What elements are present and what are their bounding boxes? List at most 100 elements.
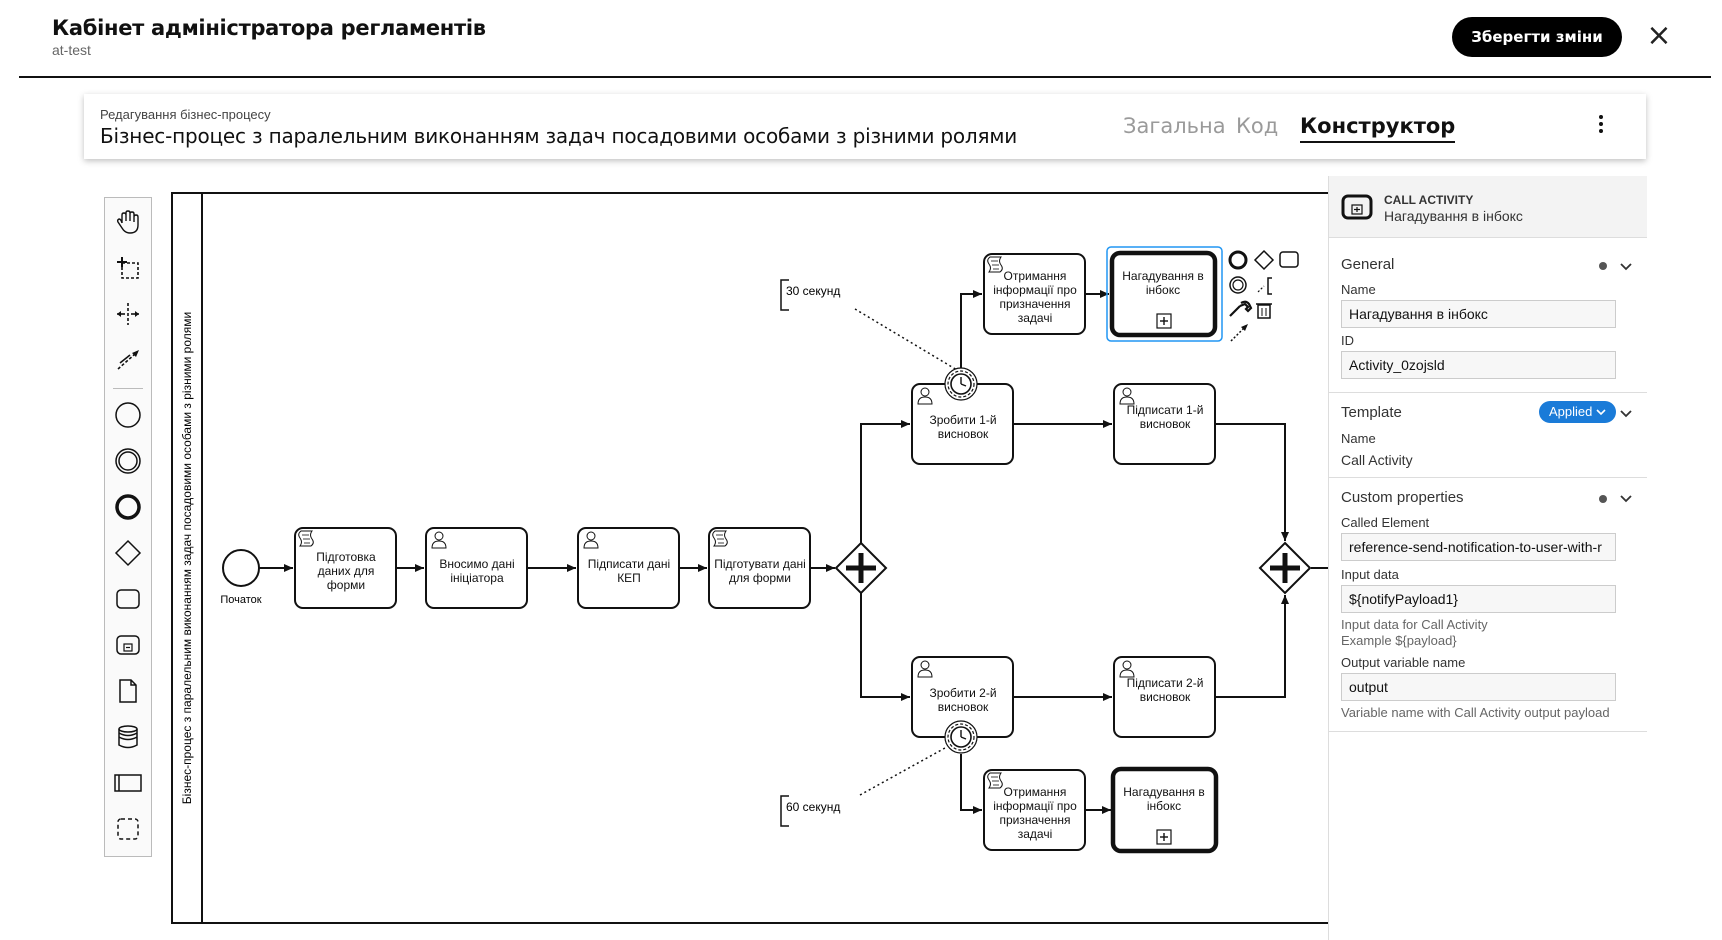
section-general-title[interactable]: General: [1341, 256, 1395, 273]
chevron-down-icon[interactable]: [1619, 260, 1633, 274]
task-info-1-label: Отримання інформації про призначення зад…: [993, 269, 1077, 325]
space-tool-icon[interactable]: [111, 297, 145, 331]
call-activity-remind-1-label: Нагадування в інбокс: [1122, 269, 1204, 297]
palette-separator: [113, 388, 143, 389]
process-label: Редагування бізнес-процесу: [100, 107, 271, 122]
task-prep-form-2[interactable]: Підготувати дані для форми: [708, 527, 811, 609]
task-prep-form[interactable]: Підготовка даних для форми: [294, 527, 397, 609]
chevron-down-icon[interactable]: [1619, 407, 1633, 421]
gateway-icon[interactable]: [111, 536, 145, 570]
append-task-icon[interactable]: [1279, 251, 1299, 268]
input-data-hint: Input data for Call Activity: [1341, 617, 1488, 632]
selection-outline: [1106, 246, 1223, 342]
data-object-icon[interactable]: [111, 674, 145, 708]
process-title: Бізнес-процес з паралельним виконанням з…: [100, 124, 1018, 148]
section-divider: [1329, 731, 1647, 732]
boundary-timer-event-2[interactable]: [944, 720, 978, 754]
subprocess-icon[interactable]: [111, 628, 145, 662]
hand-tool-icon[interactable]: [111, 205, 145, 239]
task-sign-2[interactable]: Підписати 2-й висновок: [1113, 656, 1216, 738]
group-icon[interactable]: [111, 812, 145, 846]
timer-annotation-60[interactable]: 60 секунд: [786, 800, 840, 814]
append-intermediate-event-icon[interactable]: [1229, 276, 1247, 294]
call-activity-remind-2-label: Нагадування в інбокс: [1123, 785, 1205, 813]
input-data-example: Example ${payload}: [1341, 633, 1457, 648]
task-make-1-label: Зробити 1-й висновок: [929, 413, 997, 441]
element-type: CALL ACTIVITY: [1384, 193, 1474, 207]
section-template-title[interactable]: Template: [1341, 404, 1402, 421]
start-event-label: Початок: [220, 594, 261, 606]
output-variable-hint: Variable name with Call Activity output …: [1341, 705, 1610, 720]
template-applied-badge[interactable]: Applied: [1539, 401, 1616, 423]
pool-label: Бізнес-процес з паралельним виконанням з…: [180, 312, 194, 804]
change-type-wrench-icon[interactable]: [1229, 300, 1253, 317]
pool-icon[interactable]: [111, 766, 145, 800]
intermediate-event-icon[interactable]: [111, 444, 145, 478]
tool-palette: [104, 197, 152, 857]
connect-arrow-icon[interactable]: [1230, 324, 1248, 342]
start-event[interactable]: [222, 549, 260, 587]
parallel-gateway-join[interactable]: [1258, 541, 1312, 595]
task-icon[interactable]: [111, 582, 145, 616]
append-text-annotation-icon[interactable]: [1257, 277, 1272, 295]
tab-code[interactable]: Код: [1236, 114, 1279, 138]
task-make-2[interactable]: Зробити 2-й висновок: [911, 656, 1014, 738]
id-label: ID: [1341, 333, 1354, 348]
context-pad: [1228, 249, 1299, 342]
global-connect-tool-icon[interactable]: [111, 343, 145, 377]
input-data-input[interactable]: ${notifyPayload1}: [1341, 585, 1616, 613]
chevron-down-icon[interactable]: [1619, 492, 1633, 506]
append-end-event-icon[interactable]: [1228, 250, 1248, 270]
task-make-2-label: Зробити 2-й висновок: [929, 686, 997, 714]
end-event-icon[interactable]: [111, 490, 145, 524]
task-prep-form-2-label: Підготувати дані для форми: [714, 557, 806, 585]
call-activity-icon: [1341, 193, 1373, 221]
section-divider: [1329, 392, 1647, 393]
timer-annotation-30[interactable]: 30 секунд: [786, 284, 840, 298]
template-name-label: Name: [1341, 431, 1376, 446]
called-element-label: Called Element: [1341, 515, 1430, 530]
id-input[interactable]: Activity_0zojsld: [1341, 351, 1616, 379]
task-info-1[interactable]: Отримання інформації про призначення зад…: [983, 253, 1086, 335]
close-icon[interactable]: ×: [1646, 18, 1672, 53]
properties-panel: CALL ACTIVITY Нагадування в інбокс Gener…: [1328, 176, 1647, 940]
data-store-icon[interactable]: [111, 720, 145, 754]
tab-constructor[interactable]: Конструктор: [1300, 114, 1456, 143]
output-variable-label: Output variable name: [1341, 655, 1466, 670]
task-enter-data-label: Вносимо дані ініціатора: [439, 557, 515, 585]
top-bar: Кабінет адміністратора регламентів at-te…: [0, 0, 1722, 77]
append-gateway-icon[interactable]: [1253, 249, 1275, 271]
task-prep-form-label: Підготовка даних для форми: [316, 550, 376, 592]
tab-general[interactable]: Загальна: [1123, 114, 1226, 138]
task-sign-2-label: Підписати 2-й висновок: [1126, 676, 1204, 704]
app-subtitle: at-test: [52, 42, 91, 58]
call-activity-remind-1[interactable]: Нагадування в інбокс: [1109, 250, 1218, 338]
properties-header: CALL ACTIVITY Нагадування в інбокс: [1329, 176, 1647, 238]
template-badge-label: Applied: [1549, 404, 1593, 419]
input-data-label: Input data: [1341, 567, 1399, 582]
boundary-timer-event-1[interactable]: [944, 367, 978, 401]
parallel-gateway-split[interactable]: [834, 541, 888, 595]
task-info-2[interactable]: Отримання інформації про призначення зад…: [983, 769, 1086, 851]
task-sign-1-label: Підписати 1-й висновок: [1126, 403, 1204, 431]
save-changes-button[interactable]: Зберегти зміни: [1452, 17, 1622, 57]
more-options-icon[interactable]: [1594, 112, 1608, 142]
start-event-icon[interactable]: [111, 398, 145, 432]
section-custom-title[interactable]: Custom properties: [1341, 489, 1464, 506]
app-title: Кабінет адміністратора регламентів: [52, 16, 486, 40]
lasso-tool-icon[interactable]: [111, 251, 145, 285]
call-activity-remind-2[interactable]: Нагадування в інбокс: [1110, 766, 1219, 854]
task-sign-kep[interactable]: Підписати дані КЕП: [577, 527, 680, 609]
section-divider: [1329, 477, 1647, 478]
name-label: Name: [1341, 282, 1376, 297]
template-name-value: Call Activity: [1341, 452, 1413, 468]
name-input[interactable]: Нагадування в інбокс: [1341, 300, 1616, 328]
delete-trash-icon[interactable]: [1256, 303, 1272, 319]
task-sign-1[interactable]: Підписати 1-й висновок: [1113, 383, 1216, 465]
process-header-card: Редагування бізнес-процесу Бізнес-процес…: [84, 94, 1646, 159]
task-enter-data[interactable]: Вносимо дані ініціатора: [425, 527, 528, 609]
output-variable-input[interactable]: output: [1341, 673, 1616, 701]
called-element-input[interactable]: reference-send-notification-to-user-with…: [1341, 533, 1616, 561]
badge-chevron-icon: [1596, 409, 1606, 416]
